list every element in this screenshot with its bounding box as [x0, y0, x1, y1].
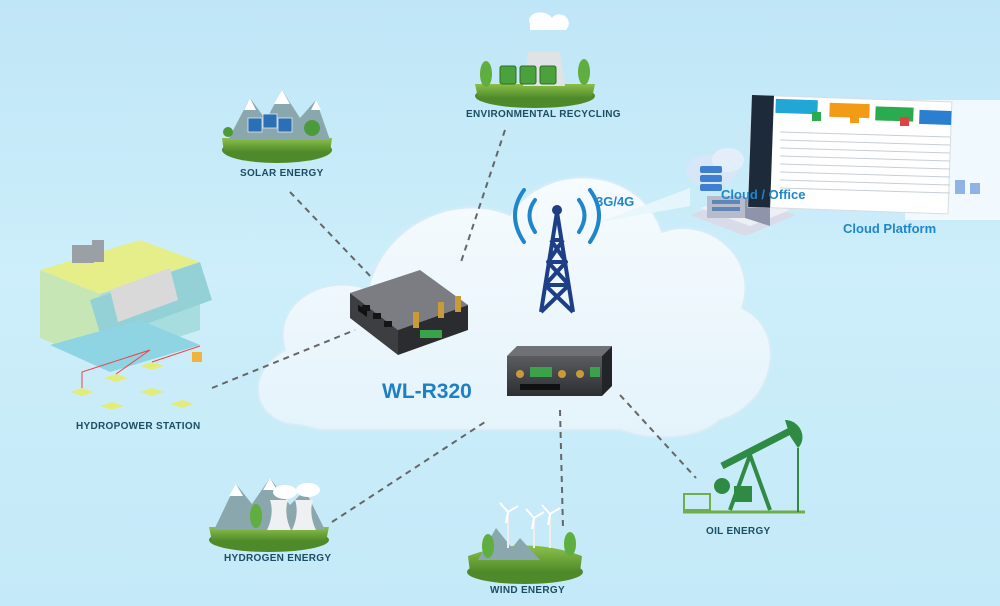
hydrogen-energy-icon: [209, 478, 329, 552]
wind-energy-icon: [467, 502, 583, 584]
solar-energy-icon: [222, 90, 332, 163]
connector-hydropower: [211, 329, 356, 389]
label-hydropower-station: HYDROPOWER STATION: [76, 421, 201, 432]
connector-environmental: [459, 129, 506, 266]
link-label-3g4g: 3G/4G: [596, 194, 635, 209]
central-cloud: [256, 176, 772, 439]
label-oil-energy: OIL ENERGY: [706, 526, 771, 537]
environmental-recycling-icon: [475, 12, 595, 108]
connector-lines: [211, 129, 697, 529]
router-device-1: [350, 270, 468, 355]
router-name: WL-R320: [382, 380, 472, 403]
link-wedge: [600, 188, 690, 222]
label-hydrogen-energy: HYDROGEN ENERGY: [224, 553, 332, 564]
label-wind-energy: WIND ENERGY: [490, 585, 565, 596]
cloud-office-label: Cloud / Office: [721, 187, 806, 202]
router-device-2: [507, 346, 612, 396]
hydropower-station-icon: [40, 240, 212, 410]
connector-hydrogen: [331, 419, 489, 523]
cell-tower-icon: [513, 188, 601, 314]
connector-wind: [559, 409, 564, 529]
cloud-platform-dashboard: [747, 94, 1000, 220]
connector-solar: [289, 191, 373, 279]
connector-oil: [619, 394, 697, 479]
cloud-platform-label: Cloud Platform: [843, 221, 937, 236]
label-solar-energy: SOLAR ENERGY: [240, 168, 324, 179]
oil-energy-icon: [683, 420, 805, 514]
label-environmental-recycling: ENVIRONMENTAL RECYCLING: [466, 109, 621, 120]
